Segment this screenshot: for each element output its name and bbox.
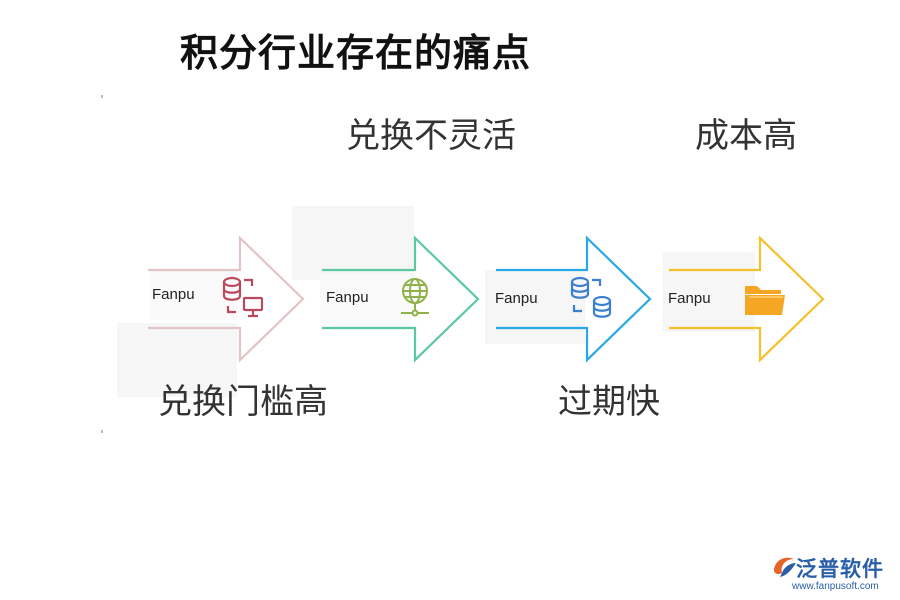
background-block bbox=[292, 206, 414, 280]
pain-point-bottom-2: 过期快 bbox=[558, 382, 660, 422]
step-2-label: Fanpu bbox=[326, 289, 369, 306]
database-monitor-icon bbox=[222, 276, 264, 318]
database-sync-icon bbox=[570, 276, 612, 318]
background-block bbox=[485, 270, 585, 344]
brand-logo: 泛普软件 www.fanpusoft.com bbox=[770, 553, 895, 598]
pain-point-top-2: 成本高 bbox=[695, 116, 797, 156]
step-1-label: Fanpu bbox=[152, 286, 195, 303]
pain-point-top-1: 兑换不灵活 bbox=[346, 116, 516, 156]
edge-mark bbox=[101, 430, 103, 433]
step-4-label: Fanpu bbox=[668, 290, 711, 307]
pain-point-bottom-1: 兑换门槛高 bbox=[158, 382, 328, 422]
arrow-2 bbox=[322, 235, 480, 363]
background-block bbox=[117, 323, 237, 397]
edge-mark bbox=[101, 95, 103, 98]
logo-url: www.fanpusoft.com bbox=[792, 581, 879, 592]
arrow-4 bbox=[669, 235, 825, 363]
folder-icon bbox=[745, 286, 785, 315]
background-block bbox=[320, 275, 410, 330]
globe-network-icon bbox=[401, 278, 429, 317]
logo-mark-icon bbox=[774, 557, 796, 577]
arrow-1 bbox=[148, 235, 305, 363]
arrow-3 bbox=[496, 235, 652, 363]
background-block bbox=[663, 252, 755, 332]
step-3-label: Fanpu bbox=[495, 290, 538, 307]
logo-name: 泛普软件 bbox=[796, 557, 884, 581]
page-title: 积分行业存在的痛点 bbox=[180, 30, 532, 75]
